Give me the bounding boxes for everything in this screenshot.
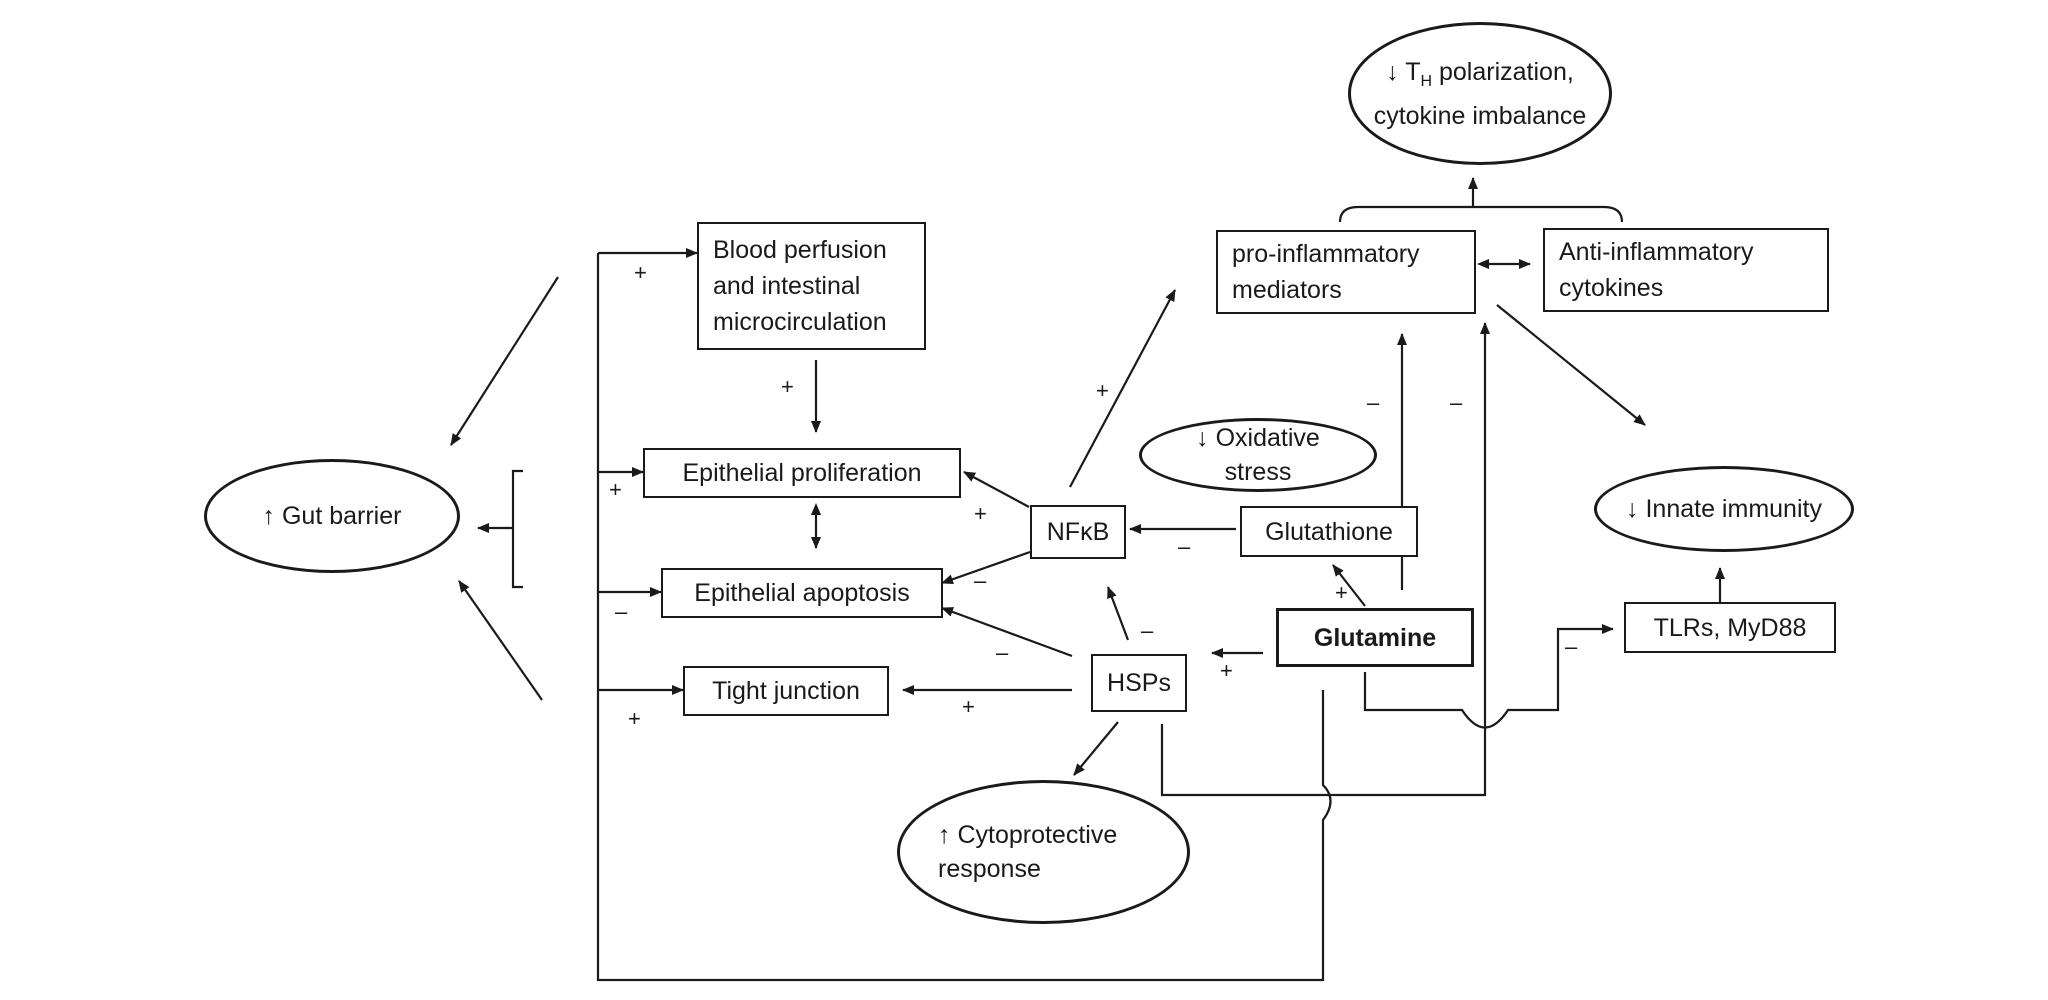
epithelial-proliferation-box: Epithelial proliferation (643, 448, 961, 498)
anti-inflammatory-cytokines-box: Anti-inflammatory cytokines (1543, 228, 1829, 312)
minus-sign: – (1141, 618, 1154, 643)
up-arrow-icon: ↑ (262, 502, 276, 530)
minus-sign: – (974, 568, 987, 593)
minus-sign: – (1178, 534, 1191, 559)
blood-perfusion-line3: microcirculation (713, 308, 887, 336)
blood-perfusion-line2: and intestinal (713, 272, 861, 300)
plus-sign: + (628, 706, 641, 731)
minus-sign: – (1565, 634, 1578, 659)
plus-sign: + (1335, 580, 1348, 605)
up-arrow-icon: ↑ (938, 821, 951, 849)
anti-inflammatory-line1: Anti-inflammatory (1559, 238, 1754, 266)
oxidative-stress-line2: stress (1224, 458, 1292, 486)
plus-sign: + (634, 260, 647, 285)
cytoprotective-response-oval: ↑ Cytoprotective response (897, 780, 1190, 924)
plus-sign: + (962, 694, 975, 719)
blood-perfusion-line1: Blood perfusion (713, 236, 887, 264)
oxidative-stress-line1: ↓ Oxidative (1196, 424, 1320, 452)
plus-sign: + (781, 374, 794, 399)
tight-junction-box: Tight junction (683, 666, 889, 716)
innate-immunity-text: ↓ Innate immunity (1626, 495, 1822, 523)
innate-immunity-oval: ↓ Innate immunity (1594, 466, 1854, 552)
gut-barrier-oval: ↑ Gut barrier (204, 459, 460, 573)
down-arrow-icon: ↓ (1386, 57, 1399, 86)
anti-inflammatory-line2: cytokines (1559, 274, 1664, 302)
blood-perfusion-box: Blood perfusion and intestinal microcirc… (697, 222, 926, 350)
th-polarization-line2: cytokine imbalance (1373, 101, 1587, 130)
cytoprotective-line1: ↑ Cytoprotective (938, 821, 1118, 849)
pro-inflammatory-line1: pro-inflammatory (1232, 240, 1420, 268)
minus-sign: – (996, 640, 1009, 665)
pro-inflammatory-line2: mediators (1232, 276, 1342, 304)
hsps-box: HSPs (1091, 654, 1187, 712)
cytoprotective-line2: response (938, 855, 1041, 883)
plus-sign: + (609, 477, 622, 502)
plus-sign: + (1096, 378, 1109, 403)
minus-sign: – (1367, 390, 1380, 415)
minus-sign: – (1450, 390, 1463, 415)
th-polarization-line1: ↓ TH polarization, (1386, 57, 1574, 90)
glutamine-box: Glutamine (1276, 608, 1474, 667)
plus-sign: + (974, 501, 987, 526)
glutathione-box: Glutathione (1240, 506, 1418, 557)
pro-inflammatory-mediators-box: pro-inflammatory mediators (1216, 230, 1476, 314)
down-arrow-icon: ↓ (1196, 424, 1209, 452)
oxidative-stress-oval: ↓ Oxidative stress (1139, 418, 1377, 492)
plus-sign: + (1220, 658, 1233, 683)
down-arrow-icon: ↓ (1626, 495, 1639, 523)
gut-barrier-text: ↑ Gut barrier (262, 502, 402, 530)
th-polarization-oval: ↓ TH polarization, cytokine imbalance (1348, 22, 1612, 165)
nfkb-box: NFκB (1030, 505, 1126, 559)
minus-sign: – (615, 599, 628, 624)
epithelial-apoptosis-box: Epithelial apoptosis (661, 568, 943, 618)
tlrs-myd88-box: TLRs, MyD88 (1624, 602, 1836, 653)
